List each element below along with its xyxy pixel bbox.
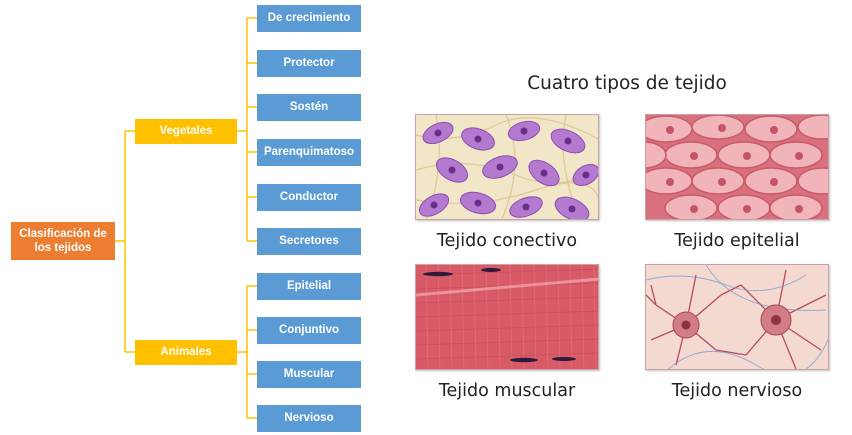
tissues-title: Cuatro tipos de tejido xyxy=(527,73,727,94)
caption-muscle: Tejido muscular xyxy=(438,381,576,401)
leaf-epitelial: Epitelial xyxy=(257,273,361,300)
root-node: Clasificación de los tejidos xyxy=(11,222,115,260)
branch-animales: Animales xyxy=(135,340,237,365)
connective-tissue-illustration xyxy=(415,114,599,220)
caption-connective: Tejido conectivo xyxy=(436,231,578,251)
epithelial-tissue-illustration xyxy=(645,114,829,220)
nervous-tissue-illustration xyxy=(645,264,829,370)
leaf-conjuntivo: Conjuntivo xyxy=(257,317,361,344)
leaf-protector: Protector xyxy=(257,50,361,77)
leaf-nervioso: Nervioso xyxy=(257,405,361,432)
leaf-secretores: Secretores xyxy=(257,228,361,255)
leaf-de-crecimiento: De crecimiento xyxy=(257,5,361,32)
leaf-muscular: Muscular xyxy=(257,361,361,388)
muscle-tissue-illustration xyxy=(415,264,599,370)
caption-epithelial: Tejido epitelial xyxy=(674,231,800,251)
caption-nervous: Tejido nervioso xyxy=(671,381,803,401)
branch-vegetales: Vegetales xyxy=(135,119,237,144)
leaf-conductor: Conductor xyxy=(257,184,361,211)
tree-connectors xyxy=(115,17,257,419)
leaf-sosten: Sostén xyxy=(257,94,361,121)
leaf-parenquimatoso: Parenquimatoso xyxy=(257,139,361,166)
